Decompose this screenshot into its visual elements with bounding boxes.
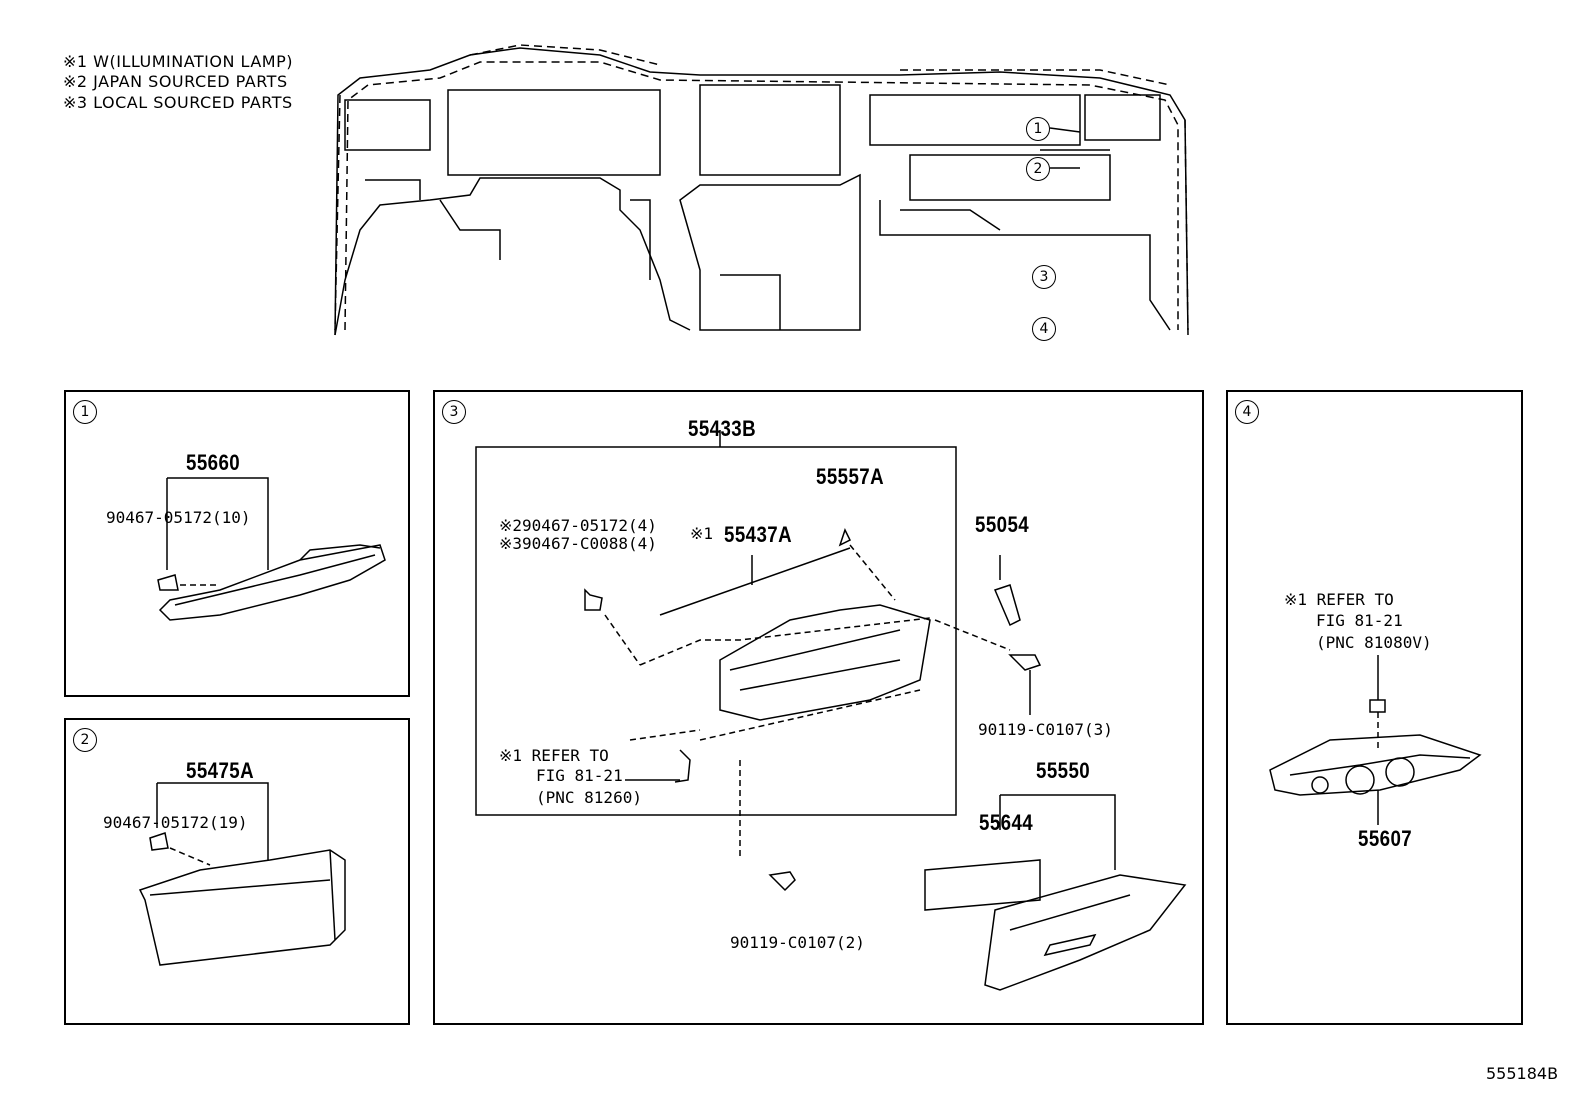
refer-fig-line-1: ※1 REFER TO xyxy=(499,746,609,765)
callout-3[interactable]: 3 xyxy=(1032,265,1056,289)
callout-4[interactable]: 4 xyxy=(1032,317,1056,341)
bolt-90119-c0107-3-label[interactable]: 90119-C0107(3) xyxy=(978,720,1113,739)
panel-1-number: 1 xyxy=(73,400,97,424)
instrument-panel-outline xyxy=(334,44,1189,336)
callout-2[interactable]: 2 xyxy=(1026,157,1050,181)
panel-2 xyxy=(64,718,410,1025)
refer-fig-line-2: FIG 81-21 xyxy=(536,766,623,785)
clip-japan-label[interactable]: ※290467-05172(4) xyxy=(499,516,657,535)
panel-2-number: 2 xyxy=(73,728,97,752)
panel4-refer-line-1: ※1 REFER TO xyxy=(1284,590,1394,609)
part-55644-label[interactable]: 55644 xyxy=(979,810,1034,835)
panel-4 xyxy=(1226,390,1523,1025)
part-55557a-label[interactable]: 55557A xyxy=(816,464,885,489)
panel1-drawing xyxy=(157,477,386,621)
diagram-id: 555184B xyxy=(1486,1064,1559,1083)
panel2-drawing xyxy=(138,782,346,966)
part-55475a-label[interactable]: 55475A xyxy=(186,758,255,783)
panel4-refer-line-3: (PNC 81080V) xyxy=(1316,633,1432,652)
refer-fig-line-3: (PNC 81260) xyxy=(536,788,642,807)
clip-90467-05172-19-label[interactable]: 90467-05172(19) xyxy=(103,813,248,832)
clip-90467-05172-10-label[interactable]: 90467-05172(10) xyxy=(106,508,251,527)
part-55433b-label[interactable]: 55433B xyxy=(688,416,757,441)
clip-local-label[interactable]: ※390467-C0088(4) xyxy=(499,534,657,553)
panel-3 xyxy=(433,390,1204,1025)
note-mark-1: ※1 xyxy=(690,524,714,543)
part-55660-label[interactable]: 55660 xyxy=(186,450,241,475)
part-55607-label[interactable]: 55607 xyxy=(1358,826,1413,851)
legend-note-2: ※2 JAPAN SOURCED PARTS xyxy=(63,72,288,91)
part-55550-label[interactable]: 55550 xyxy=(1036,758,1091,783)
panel3-drawing xyxy=(475,430,1187,991)
panel4-drawing xyxy=(1269,655,1482,825)
part-55054-label[interactable]: 55054 xyxy=(975,512,1030,537)
callout-1[interactable]: 1 xyxy=(1026,117,1050,141)
panel-1 xyxy=(64,390,410,697)
panel4-refer-line-2: FIG 81-21 xyxy=(1316,611,1403,630)
bolt-90119-c0107-2-label[interactable]: 90119-C0107(2) xyxy=(730,933,865,952)
legend-note-1: ※1 W(ILLUMINATION LAMP) xyxy=(63,52,293,71)
legend-note-3: ※3 LOCAL SOURCED PARTS xyxy=(63,93,293,112)
panel-4-number: 4 xyxy=(1235,400,1259,424)
part-55437a-label[interactable]: 55437A xyxy=(724,522,793,547)
panel-3-number: 3 xyxy=(442,400,466,424)
